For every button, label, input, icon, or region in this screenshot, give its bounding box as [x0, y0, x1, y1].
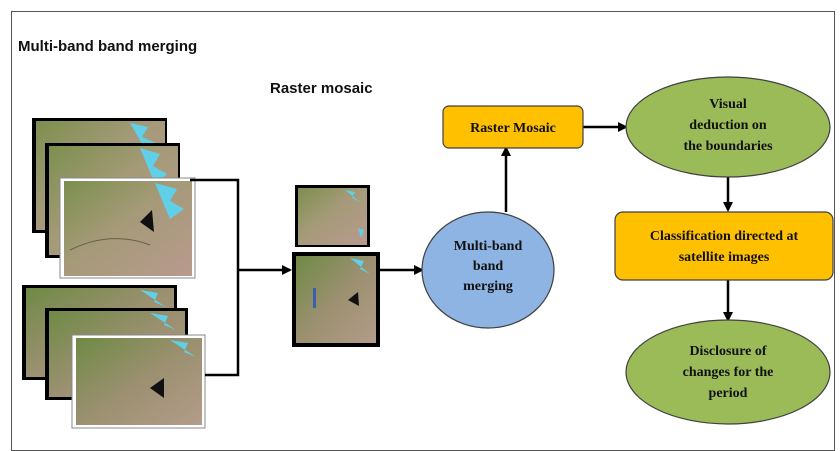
node-line: Visual: [709, 97, 747, 112]
node-line: band: [473, 259, 504, 274]
node-line: Multi-band: [454, 239, 523, 254]
mosaic-image-small: [295, 185, 370, 247]
node-line: merging: [463, 279, 513, 294]
node-line: Raster Mosaic: [470, 121, 556, 136]
node-classification: Classification directed at satellite imag…: [614, 211, 834, 281]
satellite-stack-bottom: [22, 285, 206, 429]
raster-mosaic-label: Raster mosaic: [270, 80, 373, 97]
mosaic-image-merged: [292, 252, 380, 347]
svg-text:Raster Mosaic: Raster Mosaic: [470, 121, 556, 136]
node-line: period: [709, 386, 748, 401]
node-multiband-merging: Multi-band band merging: [421, 211, 555, 329]
node-disclosure: Disclosure of changes for the period: [625, 319, 831, 425]
node-line: changes for the: [683, 365, 774, 380]
node-raster-mosaic: Raster Mosaic: [442, 105, 584, 149]
node-line: Disclosure of: [689, 344, 766, 359]
satellite-stack-top: [32, 118, 196, 279]
diagram-title: Multi-band band merging: [18, 38, 198, 55]
node-line: the boundaries: [683, 139, 773, 154]
node-visual-deduction: Visual deduction on the boundaries: [625, 76, 831, 178]
connectors: [190, 122, 733, 377]
node-line: satellite images: [679, 250, 770, 265]
node-line: deduction on: [689, 118, 767, 133]
node-line: Classification directed at: [650, 229, 799, 244]
